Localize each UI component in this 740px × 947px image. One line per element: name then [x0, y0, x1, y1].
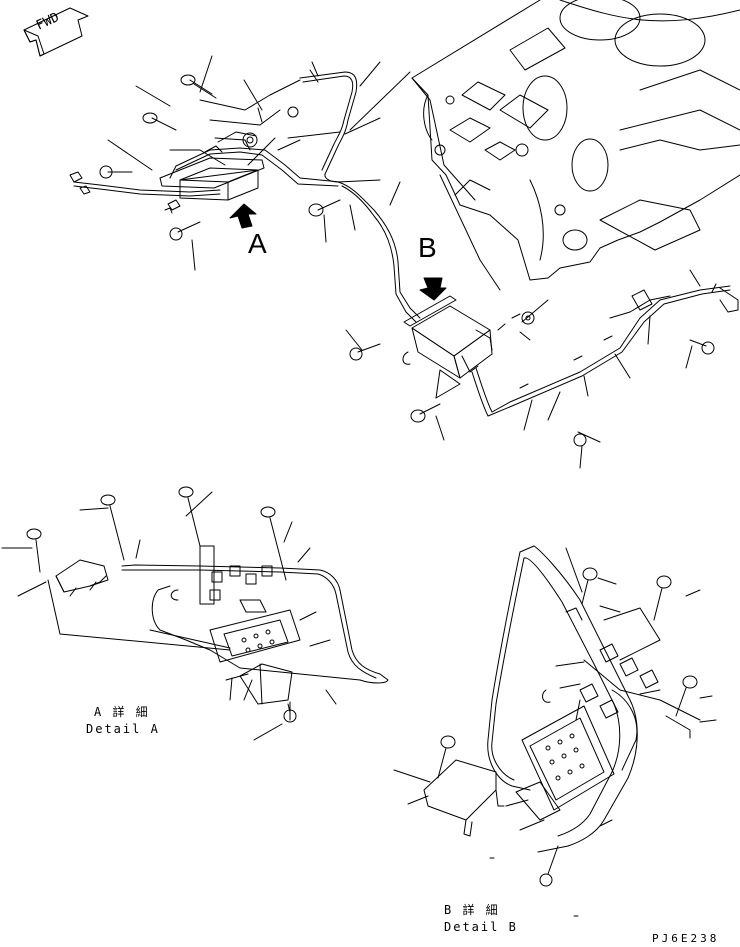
detail-b-bolts	[438, 568, 697, 886]
detail-a-bolts	[27, 487, 296, 722]
detail-a-caption-en: Detail A	[86, 722, 160, 736]
controller-a	[70, 132, 264, 213]
detail-a-drawing	[48, 546, 388, 720]
detail-b-drawing	[424, 546, 700, 852]
leader-lines-top	[108, 56, 500, 290]
main-pipe-route	[74, 72, 420, 322]
detail-b-caption-en: Detail B	[444, 920, 518, 934]
right-pipe-route	[472, 286, 738, 416]
view-arrow-b	[420, 278, 446, 300]
bolt-group-top	[100, 70, 340, 240]
detail-b-leaders	[394, 548, 716, 916]
leader-lines-right	[346, 270, 716, 468]
detail-b-caption-jp: B 詳 細	[444, 903, 500, 917]
view-arrow-a	[230, 204, 256, 228]
fwd-arrow-icon	[24, 8, 88, 56]
engine-block	[412, 0, 740, 280]
controller-b	[403, 296, 534, 378]
view-letter-a: A	[248, 228, 267, 259]
bolt-group-right	[350, 340, 714, 446]
view-letter-b: B	[418, 232, 437, 263]
detail-a-caption-jp: A 詳 細	[94, 705, 150, 719]
detail-a-leaders	[2, 492, 336, 740]
drawing-code: PJ6E238	[652, 932, 720, 945]
